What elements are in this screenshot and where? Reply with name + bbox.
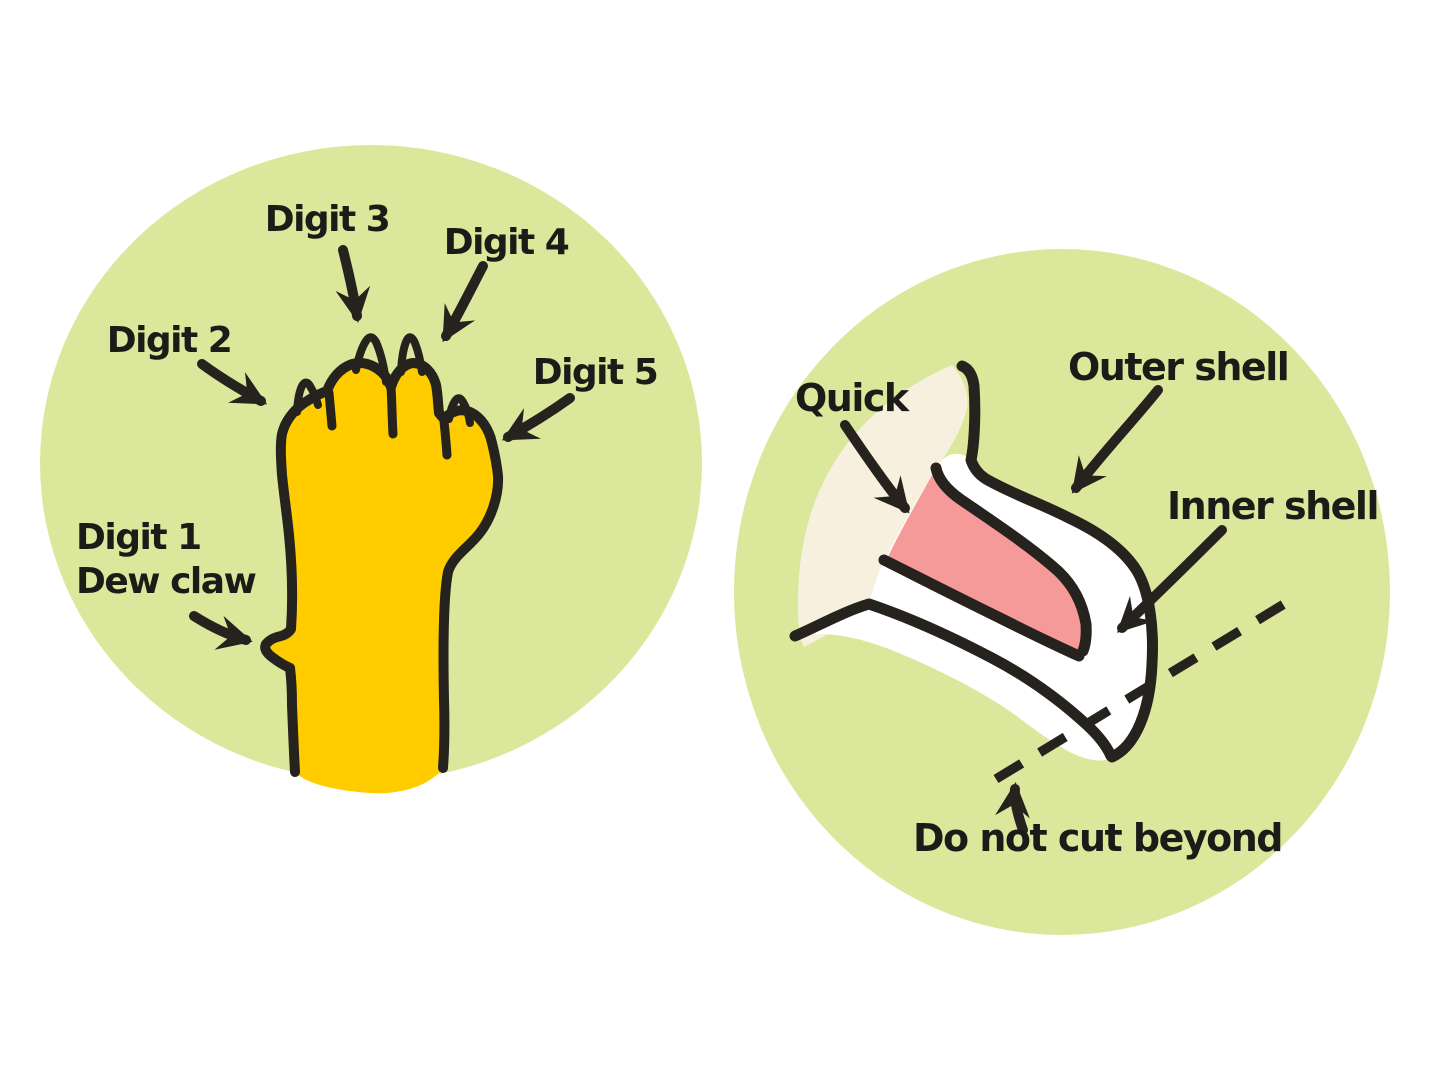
outer-shell-inner-line bbox=[930, 462, 1092, 657]
outer-shell-arrow bbox=[1071, 385, 1163, 494]
do-not-cut-label: Do not cut beyond bbox=[913, 816, 1282, 860]
toe-crevice-2-3 bbox=[324, 388, 337, 431]
claw-digit5 bbox=[445, 394, 474, 427]
claw-digit2 bbox=[293, 378, 322, 416]
paw-digits-panel: Digit 3 Digit 4 Digit 2 Digit 5 Digit 1 … bbox=[40, 145, 702, 794]
dew-claw-label: Dew claw bbox=[76, 561, 257, 602]
outer-shell-label: Outer shell bbox=[1068, 345, 1288, 389]
digit3-arrow bbox=[335, 245, 371, 323]
toe-crevice-3-4 bbox=[386, 383, 398, 439]
quick-pink bbox=[886, 468, 1087, 652]
nail-section-panel: Quick Outer shell Inner shell Do not cut… bbox=[734, 249, 1390, 935]
inner-shell-label: Inner shell bbox=[1167, 484, 1378, 528]
toe-crevice-4-5 bbox=[439, 416, 452, 460]
claw-digit3 bbox=[352, 333, 390, 386]
claw-digit4 bbox=[397, 333, 426, 376]
do-not-cut-arrow bbox=[995, 782, 1030, 835]
dew-claw-arrow bbox=[189, 611, 253, 650]
quick-arrow bbox=[840, 420, 910, 514]
nail-bottom-outline bbox=[789, 598, 1117, 762]
digit5-label: Digit 5 bbox=[533, 352, 658, 393]
digit2-label: Digit 2 bbox=[107, 320, 232, 361]
quick-label: Quick bbox=[795, 376, 910, 420]
digit3-label: Digit 3 bbox=[265, 199, 390, 240]
digit4-label: Digit 4 bbox=[444, 222, 569, 263]
digit4-arrow bbox=[441, 261, 488, 343]
digit1-label: Digit 1 bbox=[76, 517, 201, 558]
inner-shell-arrow bbox=[1116, 525, 1227, 633]
inner-shell-top-line bbox=[878, 554, 1085, 662]
nail-top-outline bbox=[956, 360, 1158, 763]
digit2-arrow bbox=[197, 359, 268, 406]
digit5-arrow bbox=[501, 393, 575, 442]
paw-outline bbox=[260, 357, 504, 777]
cut-guide-dashed-line bbox=[993, 593, 1297, 784]
